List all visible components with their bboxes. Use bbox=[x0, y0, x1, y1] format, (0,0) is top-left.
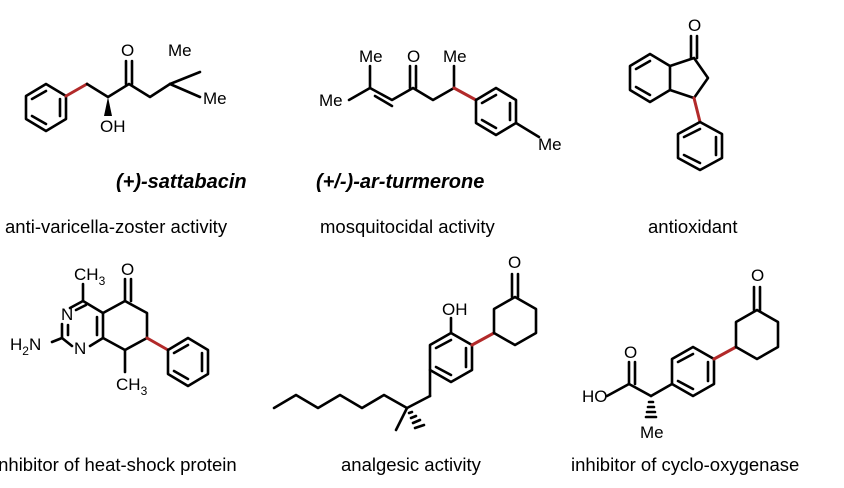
sattabacin-benzene-ring bbox=[24, 82, 68, 133]
sattabacin-atom-oh: OH bbox=[100, 117, 126, 136]
analgesic-structure: OH O bbox=[272, 253, 538, 432]
indanone-structure: O bbox=[628, 16, 724, 172]
sattabacin-wedge-bond bbox=[104, 97, 112, 116]
ar-turmerone-highlight-bond bbox=[452, 86, 478, 102]
indanone-phenyl-ring bbox=[676, 120, 724, 172]
hsp-atom-h2n: H2N bbox=[10, 335, 41, 358]
cox-atom-o-ketone: O bbox=[751, 266, 764, 285]
hsp-highlight-bond bbox=[145, 336, 170, 352]
ar-turmerone-atom-me1: Me bbox=[359, 47, 383, 66]
cox-hash-bond bbox=[644, 400, 658, 419]
analgesic-cyclohexanone bbox=[492, 272, 538, 347]
sattabacin-atom-o: O bbox=[121, 41, 134, 60]
hsp-phenyl-ring bbox=[166, 336, 210, 388]
analgesic-benzene-ring bbox=[428, 331, 474, 384]
ar-turmerone-name: (+/-)-ar-turmerone bbox=[316, 171, 484, 193]
sattabacin-name: (+)-sattabacin bbox=[116, 171, 247, 193]
hsp-atom-o: O bbox=[121, 260, 134, 279]
analgesic-hash-bond bbox=[407, 410, 426, 430]
indanone-benzo-ring bbox=[628, 52, 672, 104]
indanone-activity: antioxidant bbox=[648, 216, 737, 237]
sattabacin-activity: anti-varicella-zoster activity bbox=[5, 216, 228, 237]
cox-inhibitor-activity: inhibitor of cyclo-oxygenase bbox=[571, 454, 799, 475]
sattabacin-highlight-bond bbox=[64, 82, 89, 98]
cox-atom-me: Me bbox=[640, 423, 664, 442]
ar-turmerone-atom-me3: Me bbox=[443, 47, 467, 66]
sattabacin-atom-me1: Me bbox=[168, 41, 192, 60]
hsp-atom-ch3-top: CH3 bbox=[74, 265, 106, 288]
ar-turmerone-atom-me4: Me bbox=[538, 135, 562, 154]
sattabacin-structure: O Me Me OH bbox=[24, 41, 227, 136]
sattabacin-atom-me2: Me bbox=[203, 89, 227, 108]
analgesic-atom-o: O bbox=[508, 253, 521, 272]
ar-turmerone-structure: Me Me O Me Me bbox=[319, 47, 562, 154]
indanone-atom-o: O bbox=[688, 16, 701, 35]
ar-turmerone-benzene-ring bbox=[474, 86, 518, 137]
hsp-pyrimidine-ring bbox=[50, 299, 105, 348]
cox-highlight-bond bbox=[712, 345, 738, 361]
analgesic-activity: analgesic activity bbox=[341, 454, 482, 475]
ar-turmerone-atom-me2: Me bbox=[319, 91, 343, 110]
hsp-inhibitor-activity: inhibitor of heat-shock protein bbox=[0, 454, 237, 475]
indanone-highlight-bond bbox=[692, 96, 702, 124]
hsp-atom-n1: N bbox=[61, 305, 73, 324]
cox-atom-ho: HO bbox=[582, 387, 608, 406]
cox-cyclohexanone bbox=[734, 285, 780, 361]
hsp-atom-n2: N bbox=[74, 339, 86, 358]
cox-inhibitor-structure: O HO Me O bbox=[582, 266, 780, 442]
hsp-atom-ch3-bottom: CH3 bbox=[116, 375, 148, 398]
cox-benzene-ring bbox=[670, 345, 716, 398]
cox-atom-o-carboxyl: O bbox=[624, 343, 637, 362]
analgesic-atom-oh: OH bbox=[442, 300, 468, 319]
analgesic-highlight-bond bbox=[470, 331, 496, 347]
ar-turmerone-atom-o: O bbox=[407, 47, 420, 66]
hsp-inhibitor-structure: CH3 O N N H2N CH3 bbox=[10, 260, 210, 398]
ar-turmerone-activity: mosquitocidal activity bbox=[320, 216, 496, 237]
